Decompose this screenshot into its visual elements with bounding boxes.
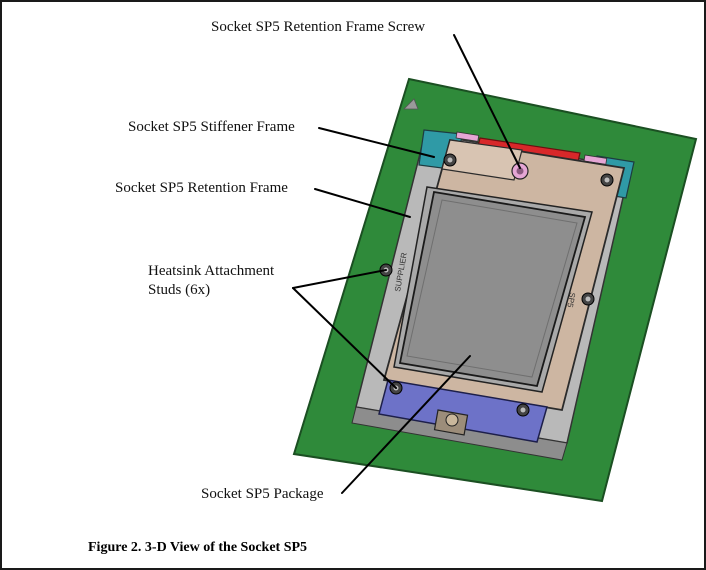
leader-package xyxy=(341,355,471,494)
label-stiffener-frame: Socket SP5 Stiffener Frame xyxy=(128,119,295,135)
heatsink-stud-2 xyxy=(581,292,595,306)
heatsink-stud-5 xyxy=(443,153,457,167)
heatsink-stud-6 xyxy=(600,173,614,187)
leader-retention-frame xyxy=(314,188,411,218)
package-lid xyxy=(398,190,587,388)
sp5-mark: SP5 xyxy=(565,292,577,309)
label-studs-line2: Studs (6x) xyxy=(148,282,211,298)
leader-retention-frame-screw xyxy=(453,34,521,169)
stiffener-frame-bottom xyxy=(378,379,548,443)
stiffener-pink-strip-left xyxy=(455,131,480,142)
figure-caption: Figure 2. 3-D View of the Socket SP5 xyxy=(88,540,308,555)
label-retention-frame: Socket SP5 Retention Frame xyxy=(115,180,288,196)
leader-studs-a xyxy=(292,269,387,289)
board-corner-mark xyxy=(403,98,419,110)
heatsink-stud-4 xyxy=(516,403,530,417)
load-lever-hinge xyxy=(433,409,469,436)
package-lid-highlight xyxy=(406,199,578,378)
label-studs-line1: Heatsink Attachment xyxy=(148,263,275,279)
leader-stiffener-frame xyxy=(318,127,435,158)
retention-frame-screw xyxy=(511,162,529,180)
leader-studs-b xyxy=(292,287,397,389)
label-retention-frame-screw: Socket SP5 Retention Frame Screw xyxy=(211,19,426,35)
label-package: Socket SP5 Package xyxy=(201,486,324,502)
